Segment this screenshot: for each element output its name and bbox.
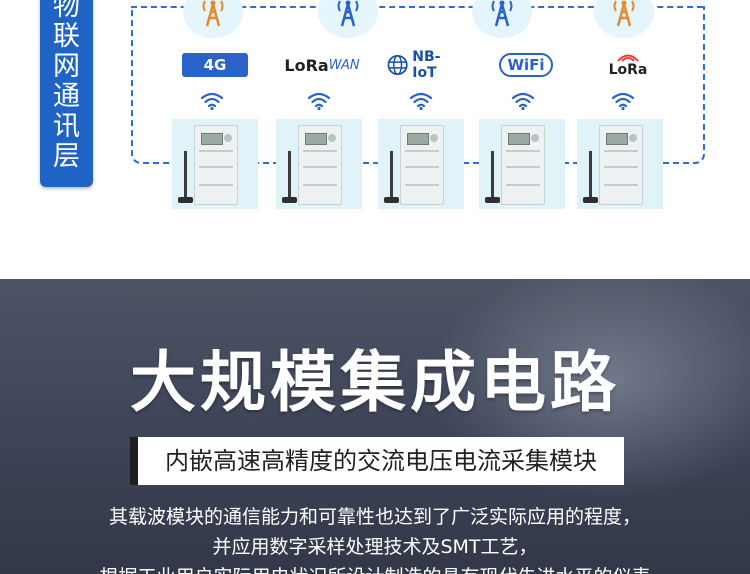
smart-meter-image xyxy=(172,119,258,209)
feature-subtitle: 内嵌高速高精度的交流电压电流采集模块 xyxy=(165,447,597,475)
feature-paragraph-line: 并应用数字采样处理技术及SMT工艺， xyxy=(212,536,538,558)
layer-label-char: 层 xyxy=(53,141,80,172)
feature-paragraph-line: 其载波模块的通信能力和可靠性也达到了广泛实际应用的程度， xyxy=(108,506,641,528)
wifi-signal-icon xyxy=(200,92,224,110)
subtitle-accent-bar xyxy=(130,437,138,485)
logo-lorawan-text: LoRa xyxy=(284,55,329,75)
logo-lorawan-suffix: WAN xyxy=(328,57,360,73)
feature-paragraph-line: 根据工业用户实际用电状况所设计制造的具有现代先进水平的仪表 xyxy=(40,563,710,574)
layer-label-char: 联 xyxy=(53,21,80,52)
layer-label-char: 网 xyxy=(53,51,80,82)
logo-wifi-text: WiFi xyxy=(499,53,553,77)
wifi-signal-icon xyxy=(511,92,535,110)
layer-label-char: 通 xyxy=(53,81,80,112)
globe-icon xyxy=(387,54,408,76)
layer-label-char: 讯 xyxy=(53,111,80,142)
layer-label-badge: 物 联 网 通 讯 层 xyxy=(40,0,93,187)
smart-meter-image xyxy=(479,119,565,209)
logo-4g-text: 4G xyxy=(182,53,248,77)
network-bus-line xyxy=(131,6,703,8)
logo-lora: LoRa xyxy=(603,48,653,82)
layer-label-char: 物 xyxy=(53,0,80,22)
logo-wifi: WiFi xyxy=(499,48,553,82)
wifi-signal-icon xyxy=(307,92,331,110)
smart-meter-image xyxy=(577,119,663,209)
wifi-signal-icon xyxy=(611,92,635,110)
wifi-signal-icon xyxy=(409,92,433,110)
logo-lora-text: LoRa xyxy=(608,62,648,78)
feature-headline: 大规模集成电路 xyxy=(130,344,620,421)
feature-section: 大规模集成电路 内嵌高速高精度的交流电压电流采集模块 其载波模块的通信能力和可靠… xyxy=(0,279,750,574)
feature-subtitle-box: 内嵌高速高精度的交流电压电流采集模块 xyxy=(130,437,624,485)
smart-meter-image xyxy=(276,119,362,209)
lora-wave-icon xyxy=(617,54,639,62)
logo-nbiot: NB-IoT xyxy=(387,48,463,82)
smart-meter-image xyxy=(378,119,464,209)
logo-nbiot-text: NB-IoT xyxy=(412,49,441,81)
logo-4g: 4G xyxy=(181,48,249,82)
